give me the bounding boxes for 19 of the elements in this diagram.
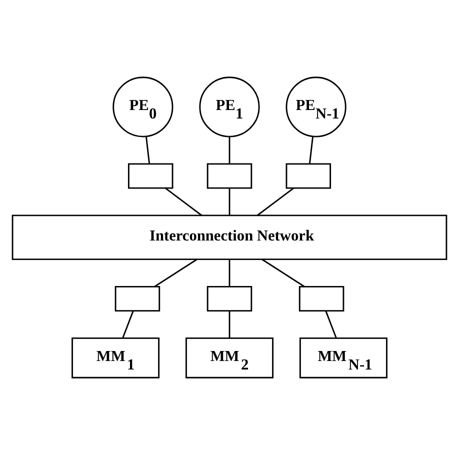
- connector: [325, 310, 337, 338]
- connector: [228, 188, 230, 216]
- connector: [122, 310, 134, 338]
- node-box: [206, 163, 252, 189]
- node-box: [128, 163, 174, 189]
- connector: [228, 136, 230, 164]
- connector: [228, 259, 230, 287]
- connector: [308, 136, 314, 164]
- connector: [145, 136, 150, 164]
- connector: [262, 258, 305, 288]
- connector: [228, 310, 230, 338]
- node-box: [206, 286, 252, 312]
- connector: [256, 188, 294, 216]
- node-box: [298, 286, 344, 312]
- connector: [165, 188, 202, 216]
- node-box: [114, 286, 160, 312]
- node-box: [286, 163, 332, 189]
- node-box: Interconnection Network: [12, 214, 448, 260]
- connector: [154, 258, 198, 288]
